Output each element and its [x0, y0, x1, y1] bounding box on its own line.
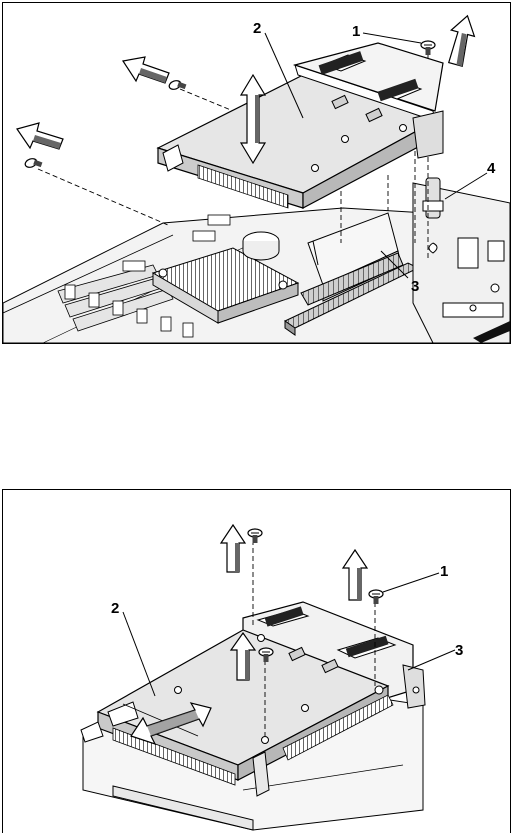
screw-icon [369, 590, 383, 604]
figure-bottom-panel: 1 2 3 [2, 489, 511, 833]
callout-2: 2 [253, 20, 261, 37]
arrow-up-icon [343, 550, 367, 600]
capacitor [243, 232, 279, 260]
callout-3: 3 [411, 278, 419, 295]
callout-3: 3 [455, 642, 463, 659]
figure-bottom-illustration: 1 2 3 [3, 490, 510, 834]
figure-top-illustration: 1 2 3 4 [3, 3, 510, 343]
callout-2: 2 [111, 600, 119, 617]
riser-cage [158, 43, 443, 208]
arrow-up-icon [443, 13, 479, 68]
figure-top-panel: 1 2 3 4 [2, 2, 511, 344]
screw-icon [248, 529, 262, 543]
screw-icon [168, 79, 186, 91]
callout-1: 1 [440, 563, 448, 580]
screw-icon [421, 41, 435, 55]
callout-1: 1 [352, 23, 360, 40]
arrow-up-icon [221, 525, 245, 572]
arrow-left-icon [123, 57, 169, 83]
arrow-left-icon [17, 123, 63, 149]
screw-icon [24, 157, 42, 169]
callout-4: 4 [487, 160, 496, 177]
